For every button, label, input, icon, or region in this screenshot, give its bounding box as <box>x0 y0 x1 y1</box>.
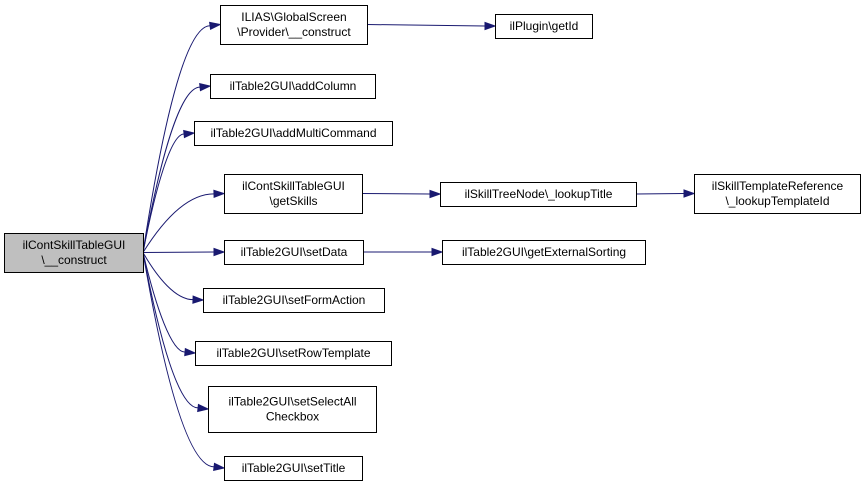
node-box <box>442 240 646 265</box>
node-label: ilPlugin\getId <box>510 19 579 33</box>
edges-layer <box>142 21 696 471</box>
arrowhead-root-to-add_multi_command <box>183 129 196 139</box>
node-label: \Provider\__construct <box>237 25 351 39</box>
arrowhead-root-to-set_select_all <box>197 403 210 413</box>
node-add-column[interactable]: ilTable2GUI\addColumn <box>210 74 376 99</box>
arrowhead-root-to-set_form_action <box>192 295 205 304</box>
node-set-row-template[interactable]: ilTable2GUI\setRowTemplate <box>195 341 392 366</box>
node-label: ilTable2GUI\setSelectAll <box>228 395 356 409</box>
node-lookup-template-id[interactable]: ilSkillTemplateReference\_lookupTemplate… <box>694 174 861 214</box>
edge-root-to-set_row_template <box>142 252 186 353</box>
nodes-layer: ilContSkillTableGUI\__constructILIAS\Glo… <box>4 5 861 481</box>
node-label: ilTable2GUI\getExternalSorting <box>462 245 626 259</box>
edge-root-to-set_title <box>142 252 215 468</box>
node-box <box>224 174 363 214</box>
node-label: ilTable2GUI\setTitle <box>242 461 346 475</box>
node-root: ilContSkillTableGUI\__construct <box>4 233 144 273</box>
arrowhead-root-to-set_data <box>213 247 226 257</box>
arrowhead-lookup_title-to-lookup_template_id <box>683 189 696 198</box>
node-label: ilTable2GUI\addMultiCommand <box>210 126 376 140</box>
node-label: ilContSkillTableGUI <box>23 238 126 252</box>
node-box <box>495 14 593 39</box>
arrowhead-root-to-global_screen <box>209 21 222 31</box>
node-set-form-action[interactable]: ilTable2GUI\setFormAction <box>203 288 385 313</box>
node-box <box>195 341 392 366</box>
node-get-external-sorting[interactable]: ilTable2GUI\getExternalSorting <box>442 240 646 265</box>
node-label: ilTable2GUI\addColumn <box>230 79 357 93</box>
node-label: ilSkillTreeNode\_lookupTitle <box>465 187 613 201</box>
node-label: ilTable2GUI\setFormAction <box>223 293 366 307</box>
node-label: \__construct <box>41 253 107 267</box>
arrowhead-root-to-set_row_template <box>184 347 197 357</box>
node-label: ilTable2GUI\setRowTemplate <box>216 346 370 360</box>
arrowhead-set_data-to-get_external_sorting <box>431 247 444 257</box>
edge-lookup_title-to-lookup_template_id <box>635 193 685 195</box>
node-label: \getSkills <box>269 194 317 208</box>
node-box <box>194 121 393 146</box>
edge-root-to-get_skills <box>142 193 215 253</box>
edge-root-to-set_form_action <box>142 252 194 301</box>
node-box <box>203 288 385 313</box>
node-add-multi-command[interactable]: ilTable2GUI\addMultiCommand <box>194 121 393 146</box>
arrowhead-root-to-set_title <box>213 462 226 471</box>
node-set-data[interactable]: ilTable2GUI\setData <box>224 240 364 265</box>
node-label: Checkbox <box>266 410 319 424</box>
node-label: ilContSkillTableGUI <box>242 179 345 193</box>
node-box <box>220 5 368 45</box>
node-label: \_lookupTemplateId <box>725 194 829 208</box>
node-global-screen[interactable]: ILIAS\GlobalScreen\Provider\__construct <box>220 5 368 45</box>
node-box <box>4 233 144 273</box>
arrowhead-root-to-get_skills <box>213 189 226 199</box>
node-set-title[interactable]: ilTable2GUI\setTitle <box>224 456 363 481</box>
node-box <box>224 456 363 481</box>
edge-root-to-set_select_all <box>142 252 199 409</box>
node-get-skills[interactable]: ilContSkillTableGUI\getSkills <box>224 174 363 214</box>
edge-root-to-add_multi_command <box>142 133 185 253</box>
node-label: ILIAS\GlobalScreen <box>241 10 346 24</box>
node-lookup-title[interactable]: ilSkillTreeNode\_lookupTitle <box>440 182 637 207</box>
edge-global_screen-to-plugin_getid <box>366 24 486 27</box>
node-label: ilTable2GUI\setData <box>241 245 348 259</box>
arrowhead-root-to-add_column <box>199 82 212 92</box>
edge-root-to-global_screen <box>142 25 211 253</box>
arrowhead-global_screen-to-plugin_getid <box>484 21 497 31</box>
arrowhead-get_skills-to-lookup_title <box>429 189 442 199</box>
edge-root-to-add_column <box>142 86 201 253</box>
edge-root-to-set_data <box>142 251 215 253</box>
edge-get_skills-to-lookup_title <box>361 193 431 195</box>
node-plugin-getid[interactable]: ilPlugin\getId <box>495 14 593 39</box>
node-box <box>440 182 637 207</box>
node-label: ilSkillTemplateReference <box>712 179 844 193</box>
node-box <box>208 386 377 433</box>
node-box <box>210 74 376 99</box>
node-box <box>224 240 364 265</box>
node-box <box>694 174 861 214</box>
